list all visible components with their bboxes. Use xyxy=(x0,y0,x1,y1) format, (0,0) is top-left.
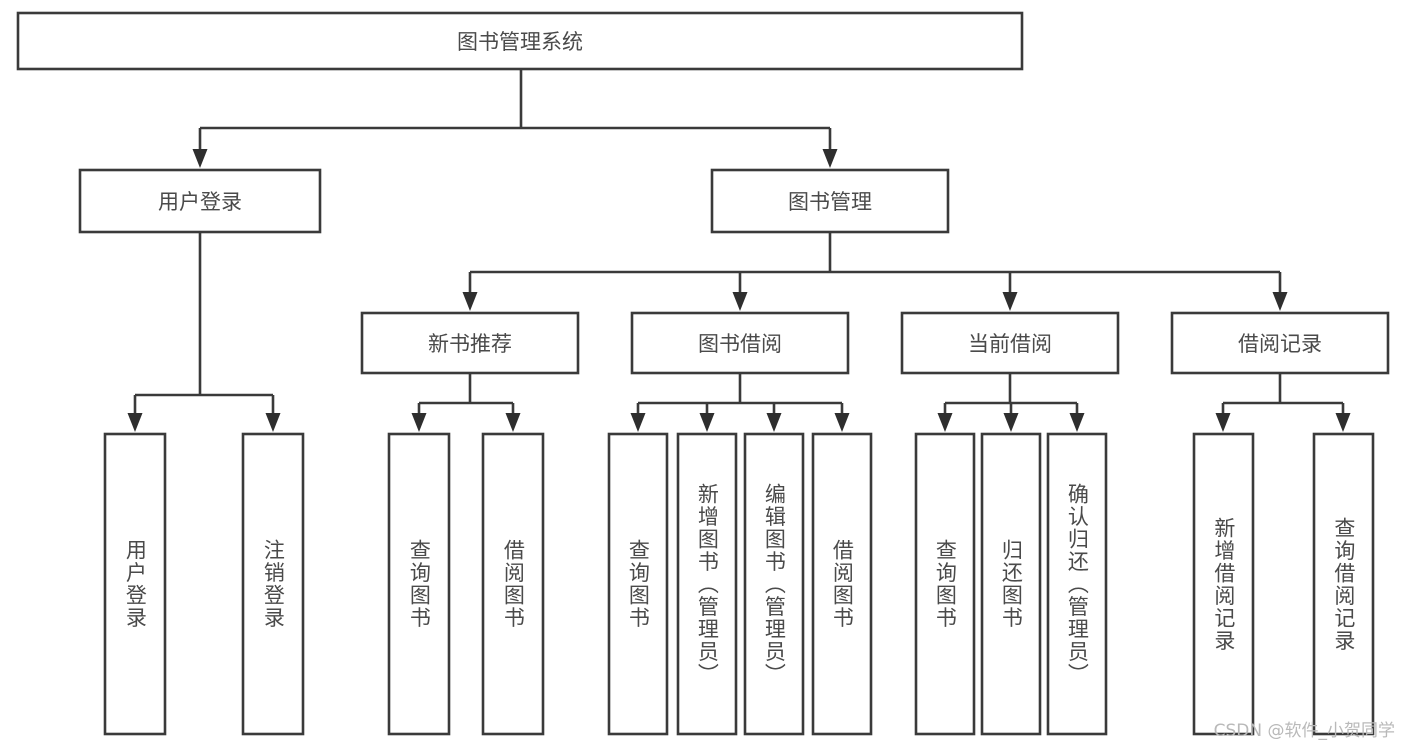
arrow-head-icon xyxy=(822,149,838,168)
arrow-head-icon xyxy=(462,292,478,311)
arrow-head-icon xyxy=(1272,292,1288,311)
node-leaf-borrow-book-2[interactable] xyxy=(811,432,873,736)
arrow-head-icon xyxy=(834,413,850,432)
node-leaf-add-borrow-record[interactable] xyxy=(1192,432,1255,736)
arrow-head-icon xyxy=(732,292,748,311)
node-borrow-record[interactable] xyxy=(1170,311,1390,375)
arrow-head-icon xyxy=(937,413,953,432)
node-leaf-query-book-1[interactable] xyxy=(387,432,451,736)
node-leaf-query-book-3[interactable] xyxy=(914,432,976,736)
node-root[interactable] xyxy=(16,11,1024,71)
arrow-head-icon xyxy=(699,413,715,432)
boxes-layer xyxy=(16,11,1390,736)
arrow-head-icon xyxy=(630,413,646,432)
arrow-head-icon xyxy=(1069,413,1085,432)
node-leaf-confirm-return-admin[interactable] xyxy=(1046,432,1108,736)
arrow-head-icon xyxy=(1215,413,1231,432)
arrow-head-icon xyxy=(505,413,521,432)
connectors-layer xyxy=(127,69,1351,432)
node-user-login[interactable] xyxy=(78,168,322,234)
arrow-head-icon xyxy=(1335,413,1351,432)
node-leaf-query-book-2[interactable] xyxy=(607,432,669,736)
node-book-borrow[interactable] xyxy=(630,311,850,375)
node-leaf-query-borrow-record[interactable] xyxy=(1312,432,1375,736)
node-leaf-logout-login[interactable] xyxy=(241,432,305,736)
node-leaf-add-book-admin[interactable] xyxy=(676,432,738,736)
arrow-head-icon xyxy=(192,149,208,168)
node-current-borrow[interactable] xyxy=(900,311,1120,375)
arrow-head-icon xyxy=(766,413,782,432)
node-leaf-edit-book-admin[interactable] xyxy=(743,432,805,736)
node-leaf-borrow-book-1[interactable] xyxy=(481,432,545,736)
arrow-head-icon xyxy=(127,413,143,432)
arrow-head-icon xyxy=(411,413,427,432)
node-book-manage[interactable] xyxy=(710,168,950,234)
arrow-head-icon xyxy=(1003,413,1019,432)
arrow-head-icon xyxy=(265,413,281,432)
node-leaf-return-book[interactable] xyxy=(980,432,1042,736)
node-leaf-user-login[interactable] xyxy=(103,432,167,736)
arrow-head-icon xyxy=(1002,292,1018,311)
node-new-book-recommend[interactable] xyxy=(360,311,580,375)
